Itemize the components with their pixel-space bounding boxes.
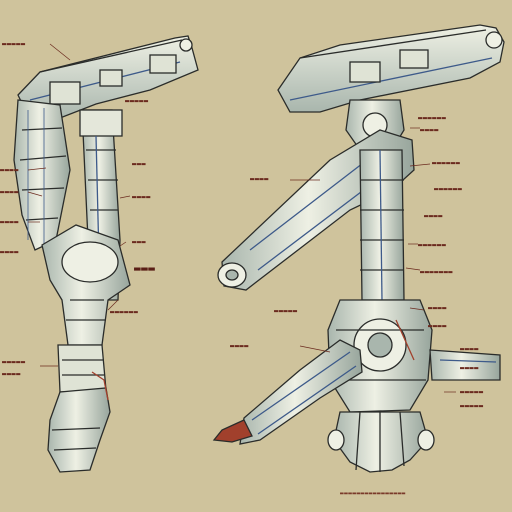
right-label-11: ▬▬▬▬	[428, 322, 447, 330]
right-label-15: ▬▬▬▬▬	[460, 388, 484, 396]
right-label-16: ▬▬▬▬▬	[460, 402, 484, 410]
left-shoulder-block	[13, 99, 71, 251]
left-label-1: ▬▬▬▬▬	[2, 40, 26, 48]
right-arm-top-beam	[277, 24, 505, 113]
right-footer-caption: ▬▬▬▬▬▬▬▬▬▬▬▬▬▬▬▬	[340, 490, 406, 497]
right-label-3: ▬▬▬▬▬▬	[432, 159, 461, 167]
right-label-2: ▬▬▬▬	[420, 126, 439, 134]
left-label-12: ▬▬▬▬▬	[2, 358, 26, 366]
right-brush-tip	[212, 419, 253, 443]
right-label-14: ▬▬▬▬	[460, 364, 479, 372]
right-label-1: ▬▬▬▬▬▬	[418, 114, 447, 122]
left-arm	[13, 35, 199, 473]
left-label-11: ▬▬▬▬▬▬	[110, 308, 139, 316]
right-side-accessory	[429, 349, 501, 381]
left-label-5: ▬▬▬▬	[0, 218, 19, 226]
right-label-13: ▬▬▬▬	[460, 345, 479, 353]
left-label-7: ▬▬▬	[132, 160, 147, 168]
right-label-12: ▬▬▬▬	[230, 342, 249, 350]
right-label-4: ▬▬▬▬	[250, 175, 269, 183]
right-base-fingers	[333, 411, 429, 473]
right-label-8: ▬▬▬▬▬▬▬	[420, 268, 454, 276]
right-lower-tool-arm	[239, 339, 363, 445]
right-label-6: ▬▬▬▬	[424, 212, 443, 220]
left-label-6: ▬▬▬▬	[0, 248, 19, 256]
left-label-4: ▬▬▬▬	[0, 188, 19, 196]
left-label-2: ▬▬▬▬▬	[125, 97, 149, 105]
left-label-3: ▬▬▬▬	[0, 166, 19, 174]
left-label-8: ▬▬▬▬	[132, 193, 151, 201]
right-label-9: ▬▬▬▬▬	[274, 307, 298, 315]
left-wrist-block	[57, 344, 107, 393]
right-label-5: ▬▬▬▬▬▬	[434, 185, 463, 193]
left-label-13: ▬▬▬▬	[2, 370, 21, 378]
left-label-9: ▬▬▬	[132, 238, 147, 246]
right-arm	[212, 24, 505, 473]
right-label-10: ▬▬▬▬	[428, 304, 447, 312]
right-label-7: ▬▬▬▬▬▬	[418, 241, 447, 249]
left-label-10: ▬▬▬	[134, 262, 156, 275]
